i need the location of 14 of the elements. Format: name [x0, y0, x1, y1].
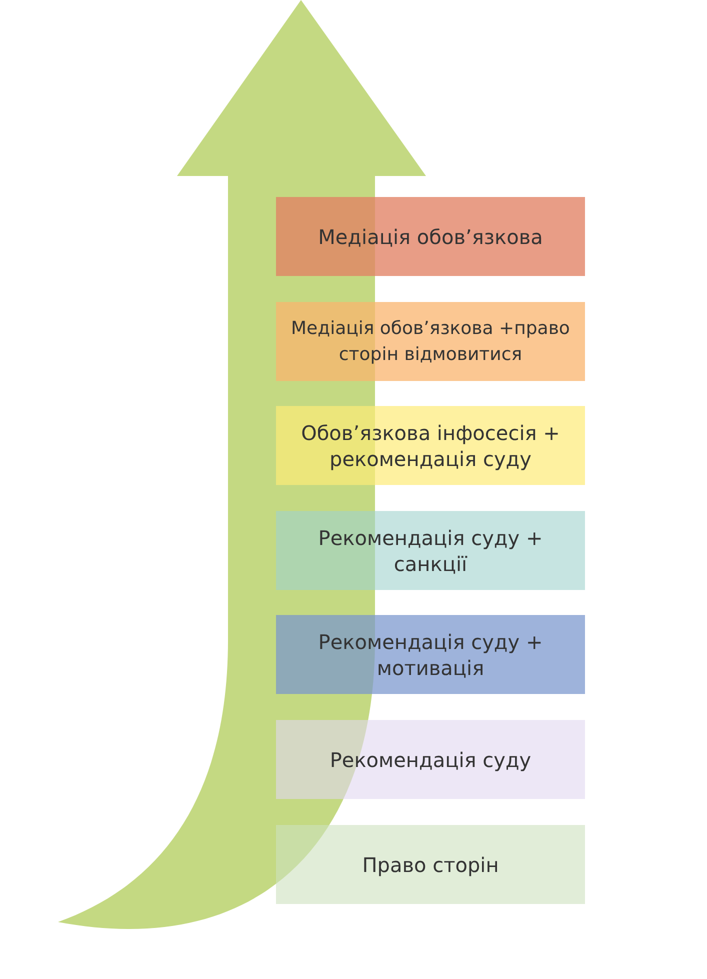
level-box — [276, 825, 585, 904]
level-box — [276, 511, 585, 590]
level-text: Обов’язкова інфосесія + рекомендація суду — [300, 420, 561, 472]
level-text: Медіація обов’язкова +право сторін відмовитися — [290, 316, 571, 366]
level-box — [276, 720, 585, 799]
level-box — [276, 615, 585, 694]
level-box — [276, 302, 585, 381]
level-text: Рекомендація суду + санкції — [317, 524, 544, 576]
level-box — [276, 406, 585, 485]
level-text: Право сторін — [361, 852, 500, 878]
level-box — [276, 197, 585, 276]
level-text: Медіація обов’язкова — [317, 224, 544, 250]
level-text: Рекомендація суду + мотивація — [317, 628, 544, 680]
level-text: Рекомендація суду — [328, 746, 532, 772]
